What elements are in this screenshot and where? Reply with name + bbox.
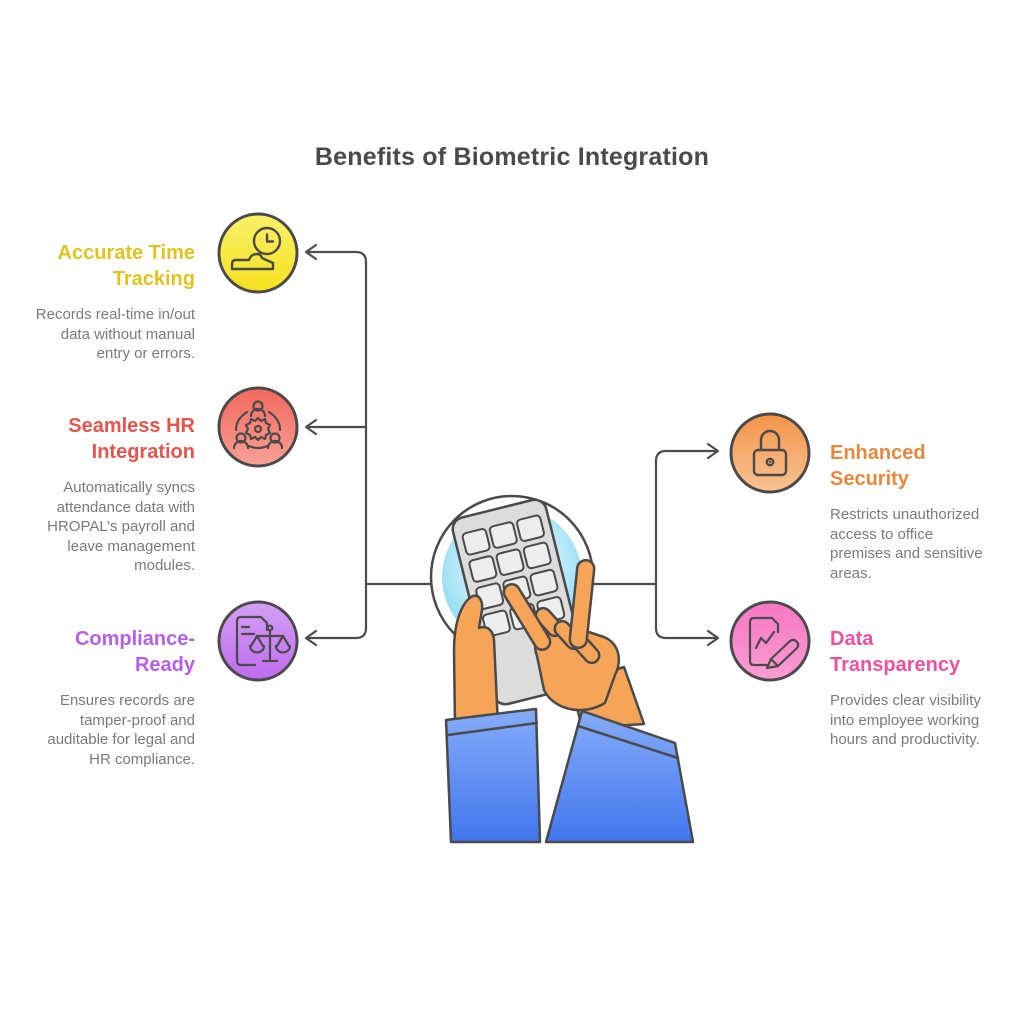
padlock-icon xyxy=(752,429,788,477)
document-scales-icon xyxy=(235,615,292,667)
thumb xyxy=(568,558,596,650)
data-transparency-badge xyxy=(729,600,811,682)
benefit-description: Records real-time in/out data without ma… xyxy=(35,306,195,362)
benefit-item-compliance-ready: Compliance- Ready Ensures records are ta… xyxy=(10,626,195,769)
hand-clock-icon xyxy=(230,226,282,271)
connector-group xyxy=(304,243,720,647)
arrowhead-compliance xyxy=(304,629,318,647)
hands xyxy=(444,558,695,844)
page-title: Benefits of Biometric Integration xyxy=(314,143,710,171)
benefit-item-seamless-hr-integration: Seamless HR Integration Automatically sy… xyxy=(10,413,195,576)
benefit-heading: Data Transparency xyxy=(830,628,961,676)
benefit-item-accurate-time-tracking: Accurate Time Tracking Records real-time… xyxy=(10,240,195,364)
benefit-item-data-transparency: Data Transparency Provides clear visibil… xyxy=(830,626,1022,750)
connector-arm-security xyxy=(654,449,718,463)
benefit-heading: Seamless HR Integration xyxy=(68,415,195,463)
arrowhead-time-tracking xyxy=(304,243,318,261)
arrowhead-security xyxy=(706,442,720,460)
seamless-hr-integration-badge xyxy=(217,386,299,468)
team-gear-icon xyxy=(232,400,284,450)
benefit-heading: Compliance- Ready xyxy=(74,628,195,676)
accurate-time-tracking-badge xyxy=(217,212,299,294)
benefit-description: Automatically syncs attendance data with… xyxy=(47,479,195,574)
arrowhead-hr-integration xyxy=(304,418,318,436)
left-sleeve xyxy=(444,707,542,844)
benefit-description: Provides clear visibility into employee … xyxy=(830,692,981,748)
benefit-heading: Accurate Time Tracking xyxy=(57,242,195,290)
benefit-item-enhanced-security: Enhanced Security Restricts unauthorized… xyxy=(830,440,1022,583)
right-sleeve xyxy=(544,709,695,844)
enhanced-security-badge xyxy=(729,412,811,494)
connector-arm-compliance xyxy=(307,626,368,640)
benefit-description: Restricts unauthorized access to office … xyxy=(830,506,983,582)
biometric-keypad-illustration xyxy=(429,494,695,844)
connector-arm-time-tracking xyxy=(307,250,368,264)
document-chart-pencil-icon xyxy=(748,616,800,670)
compliance-ready-badge xyxy=(217,600,299,682)
index-finger xyxy=(502,583,552,651)
benefit-description: Ensures records are tamper-proof and aud… xyxy=(47,692,195,768)
connector-arm-transparency xyxy=(654,626,718,640)
benefit-heading: Enhanced Security xyxy=(830,442,926,490)
arrowhead-transparency xyxy=(706,629,720,647)
left-hand xyxy=(452,594,500,728)
left-cuff-seam xyxy=(446,721,539,737)
right-cuff-seam xyxy=(576,724,680,760)
